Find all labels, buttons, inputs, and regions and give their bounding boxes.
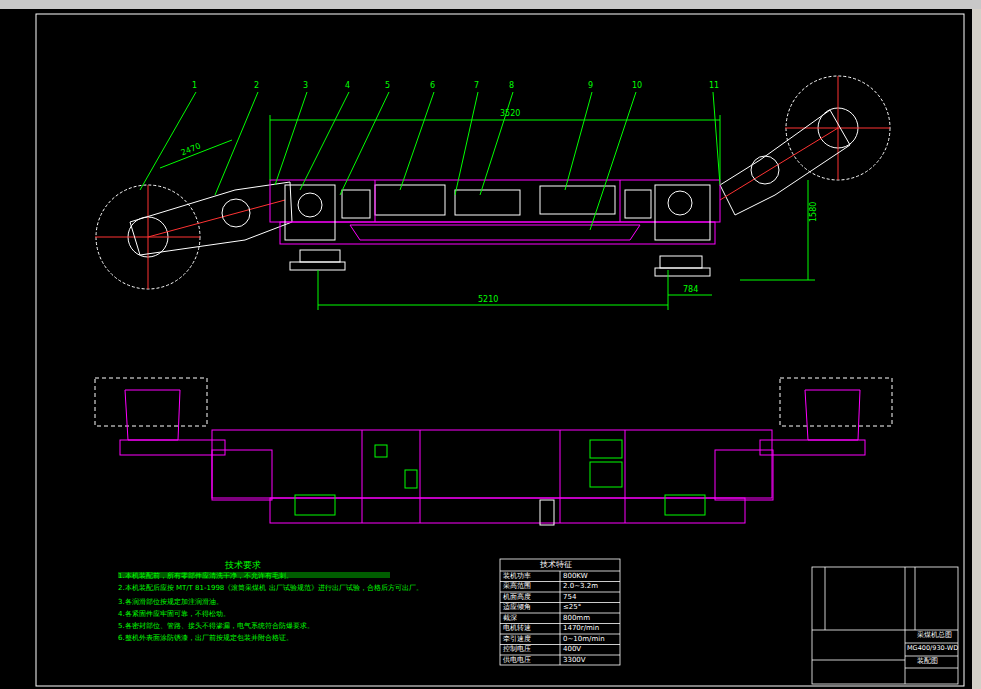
table-cell: 牵引速度 xyxy=(503,636,531,644)
table-cell: 控制电压 xyxy=(503,646,531,654)
note-line: 2.本机装配后应按 MT/T 81-1998《滚筒采煤机 出厂试验规范》进行出厂… xyxy=(118,585,423,593)
title-block xyxy=(812,567,958,684)
table-cell: 0~10m/min xyxy=(563,636,605,644)
drawing-number: MG400/930-WD xyxy=(907,645,958,652)
table-cell: 1470r/min xyxy=(563,625,599,633)
table-cell: 800mm xyxy=(563,615,590,623)
table-cell: 3300V xyxy=(563,657,586,665)
model-space xyxy=(0,9,981,689)
callout-number: 6 xyxy=(430,82,435,91)
note-line: 4.各紧固件应牢固可靠，不得松动。 xyxy=(118,611,230,619)
drawing-border xyxy=(36,14,964,686)
dimension: 3520 xyxy=(500,110,520,119)
table-cell: 电机转速 xyxy=(503,625,531,633)
callout-number: 7 xyxy=(474,82,479,91)
toolbar-strip xyxy=(0,0,981,9)
title-text: 装配图 xyxy=(917,658,938,666)
note-line: 5.各密封部位、管路、接头不得渗漏，电气系统符合防爆要求。 xyxy=(118,623,314,631)
table-cell: 754 xyxy=(563,594,576,602)
table-cell: 适应倾角 xyxy=(503,604,531,612)
table-cell: 2.0~3.2m xyxy=(563,583,598,591)
parameter-table xyxy=(500,559,620,665)
title-text: 采煤机总图 xyxy=(917,632,952,640)
note-heading: 技术要求 xyxy=(225,561,261,571)
note-line: 6.整机外表面涂防锈漆，出厂前按规定包装并附合格证。 xyxy=(118,635,293,643)
plan-view xyxy=(95,378,892,525)
scrollbar xyxy=(972,9,981,689)
table-cell: ≤25° xyxy=(563,604,581,612)
dimension: 1580 xyxy=(810,202,819,222)
callout-number: 11 xyxy=(709,82,719,91)
note-line: 1.本机装配前，所有零部件应清洗干净，不允许有毛刺。 xyxy=(118,573,293,581)
table-cell: 机面高度 xyxy=(503,594,531,602)
table-cell: 供电电压 xyxy=(503,657,531,665)
table-cell: 400V xyxy=(563,646,581,654)
note-line: 3.各润滑部位按规定加注润滑油。 xyxy=(118,599,223,607)
table-cell: 装机功率 xyxy=(503,573,531,581)
dimension: 5210 xyxy=(478,296,498,305)
table-heading: 技术特征 xyxy=(540,561,572,570)
table-cell: 截深 xyxy=(503,615,517,623)
callout-number: 3 xyxy=(303,82,308,91)
dimension: 784 xyxy=(683,286,698,295)
table-cell: 800KW xyxy=(563,573,588,581)
callout-number: 4 xyxy=(345,82,350,91)
callout-number: 2 xyxy=(254,82,259,91)
callout-number: 8 xyxy=(509,82,514,91)
callout-number: 1 xyxy=(192,82,197,91)
table-cell: 采高范围 xyxy=(503,583,531,591)
dimension: 2470 xyxy=(180,142,202,158)
callout-number: 10 xyxy=(632,82,642,91)
callout-number: 5 xyxy=(385,82,390,91)
callout-number: 9 xyxy=(588,82,593,91)
side-view xyxy=(95,76,890,310)
